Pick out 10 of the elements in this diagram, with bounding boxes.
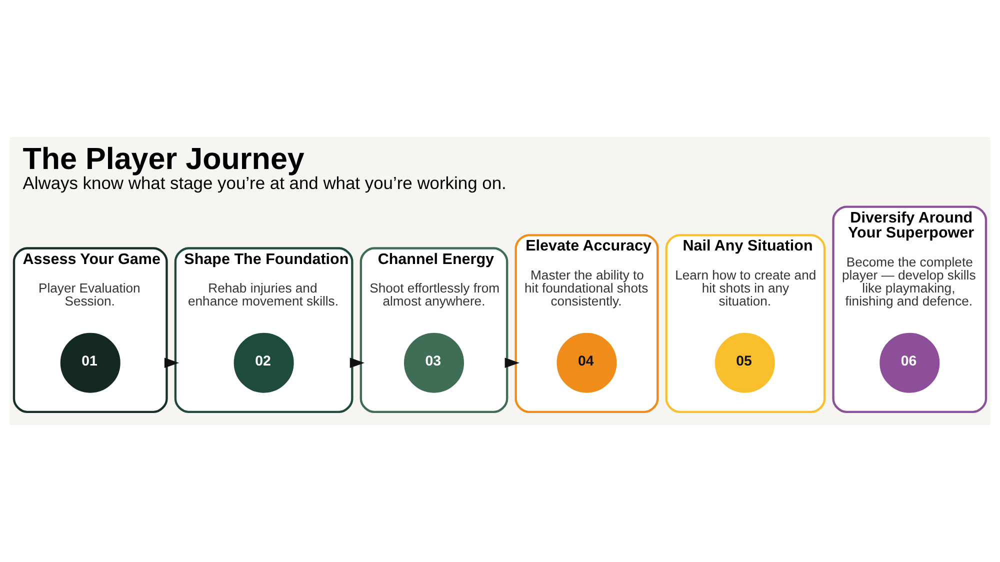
node-circle: 04 — [556, 332, 617, 393]
arrow — [164, 358, 180, 368]
node-circle: 06 — [880, 332, 940, 393]
node-circle: 03 — [404, 332, 464, 393]
arrow — [350, 358, 365, 368]
diagram-title: The Player Journey — [22, 142, 304, 176]
node-circle: 02 — [234, 332, 294, 393]
node-circle: 01 — [60, 332, 120, 393]
node-circle: 05 — [714, 332, 775, 393]
arrow — [504, 358, 520, 368]
